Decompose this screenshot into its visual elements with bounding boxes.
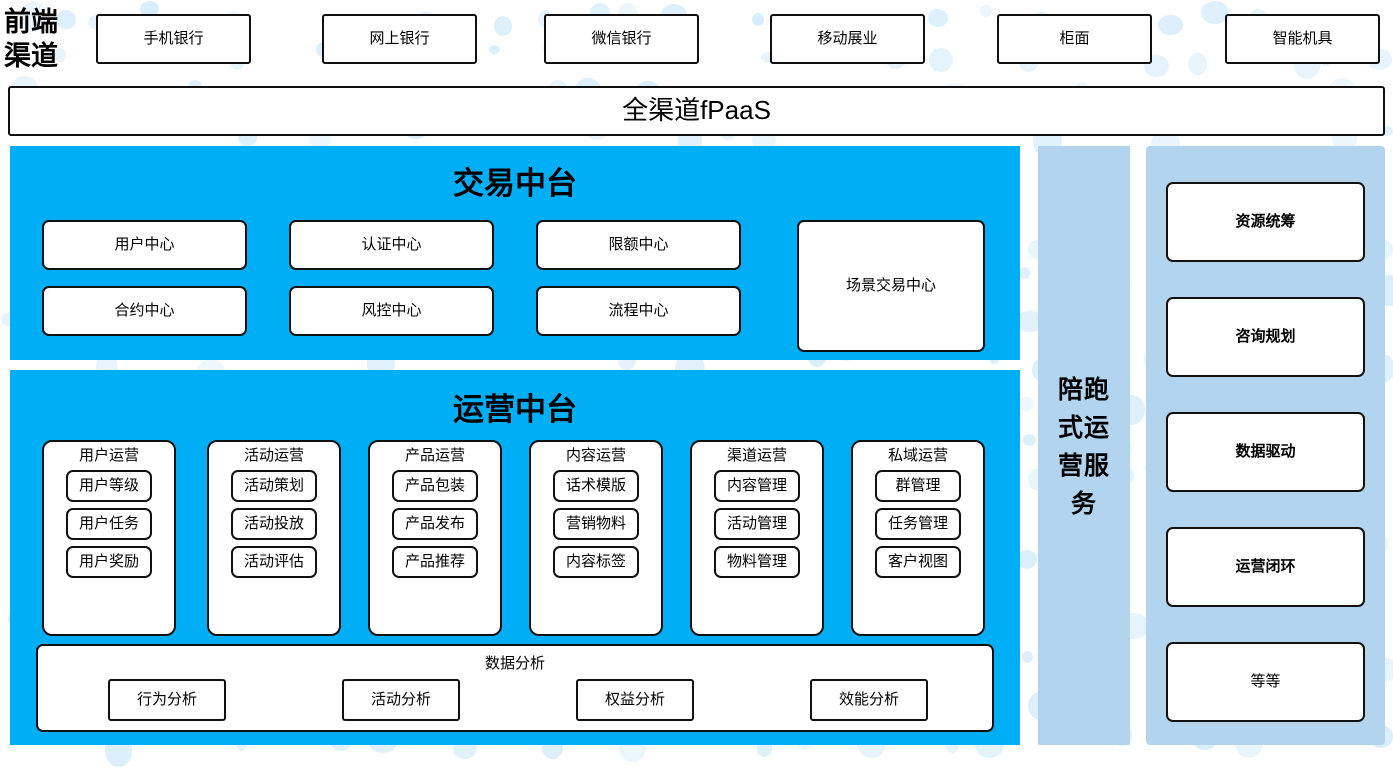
ops-item-activity-plan[interactable]: 活动策划 (231, 469, 317, 502)
ops-column-user: 用户运营 用户等级 用户任务 用户奖励 (42, 440, 176, 636)
trade-center-limit[interactable]: 限额中心 (536, 220, 741, 270)
ops-item-material-mgmt[interactable]: 物料管理 (714, 545, 800, 578)
data-analysis-benefit[interactable]: 权益分析 (576, 679, 694, 721)
ops-column-channel: 渠道运营 内容管理 活动管理 物料管理 (690, 440, 824, 636)
service-item-etc[interactable]: 等等 (1166, 642, 1365, 722)
trade-center-process[interactable]: 流程中心 (536, 286, 741, 336)
service-item-resource-coordination[interactable]: 资源统筹 (1166, 182, 1365, 262)
ops-column-private-domain: 私域运营 群管理 任务管理 客户视图 (851, 440, 985, 636)
front-end-channel-label: 前端 渠道 (4, 4, 82, 74)
ops-item-product-recommend[interactable]: 产品推荐 (392, 545, 478, 578)
ops-item-script-template[interactable]: 话术模版 (553, 469, 639, 502)
ops-item-marketing-material[interactable]: 营销物料 (553, 507, 639, 540)
ops-column-title-product: 产品运营 (404, 447, 465, 464)
trade-center-auth[interactable]: 认证中心 (289, 220, 494, 270)
ops-item-activity-launch[interactable]: 活动投放 (231, 507, 317, 540)
front-end-channel-row: 前端 渠道 手机银行 网上银行 微信银行 移动展业 柜面 智能机具 (0, 0, 1393, 80)
ops-column-title-content: 内容运营 (565, 447, 626, 464)
data-analysis-activity[interactable]: 活动分析 (342, 679, 460, 721)
channel-item-mobile-biz[interactable]: 移动展业 (770, 14, 925, 64)
channel-item-mobile-bank[interactable]: 手机银行 (96, 14, 251, 64)
trade-center-risk[interactable]: 风控中心 (289, 286, 494, 336)
ops-item-activity-mgmt[interactable]: 活动管理 (714, 507, 800, 540)
ops-item-customer-view[interactable]: 客户视图 (875, 545, 961, 578)
data-analysis-strip: 数据分析 行为分析 活动分析 权益分析 效能分析 (36, 644, 994, 732)
ops-column-title-user: 用户运营 (78, 447, 139, 464)
ops-column-product: 产品运营 产品包装 产品发布 产品推荐 (368, 440, 502, 636)
ops-item-product-release[interactable]: 产品发布 (392, 507, 478, 540)
companion-operation-service-strip: 陪跑式运营服务 (1038, 146, 1130, 745)
data-analysis-performance[interactable]: 效能分析 (810, 679, 928, 721)
operations-platform-title: 运营中台 (453, 392, 577, 427)
ops-item-user-level[interactable]: 用户等级 (66, 469, 152, 502)
trade-platform-title: 交易中台 (453, 166, 577, 201)
channel-label-line1: 前端 (4, 7, 58, 37)
ops-item-task-mgmt[interactable]: 任务管理 (875, 507, 961, 540)
ops-item-activity-eval[interactable]: 活动评估 (231, 545, 317, 578)
ops-item-product-package[interactable]: 产品包装 (392, 469, 478, 502)
ops-column-activity: 活动运营 活动策划 活动投放 活动评估 (207, 440, 341, 636)
ops-column-title-activity: 活动运营 (243, 447, 304, 464)
ops-column-title-private-domain: 私域运营 (887, 447, 948, 464)
channel-item-wechat-bank[interactable]: 微信银行 (544, 14, 699, 64)
service-item-data-driven[interactable]: 数据驱动 (1166, 412, 1365, 492)
data-analysis-behavior[interactable]: 行为分析 (108, 679, 226, 721)
ops-item-group-mgmt[interactable]: 群管理 (875, 469, 961, 502)
service-item-consulting-planning[interactable]: 咨询规划 (1166, 297, 1365, 377)
ops-item-user-reward[interactable]: 用户奖励 (66, 545, 152, 578)
ops-column-title-channel: 渠道运营 (726, 447, 787, 464)
companion-operation-service-label: 陪跑式运营服务 (1057, 376, 1110, 518)
channel-item-online-bank[interactable]: 网上银行 (322, 14, 477, 64)
channel-label-line2: 渠道 (4, 41, 58, 71)
trade-center-contract[interactable]: 合约中心 (42, 286, 247, 336)
ops-item-user-task[interactable]: 用户任务 (66, 507, 152, 540)
ops-item-content-mgmt[interactable]: 内容管理 (714, 469, 800, 502)
channel-item-counter[interactable]: 柜面 (997, 14, 1152, 64)
trade-center-user[interactable]: 用户中心 (42, 220, 247, 270)
ops-item-content-tag[interactable]: 内容标签 (553, 545, 639, 578)
data-analysis-title: 数据分析 (484, 655, 545, 672)
ops-column-content: 内容运营 话术模版 营销物料 内容标签 (529, 440, 663, 636)
channel-item-smart-device[interactable]: 智能机具 (1225, 14, 1380, 64)
trade-center-scene[interactable]: 场景交易中心 (797, 220, 985, 352)
omni-channel-fpaas-bar[interactable]: 全渠道fPaaS (8, 86, 1385, 136)
service-item-operation-closed-loop[interactable]: 运营闭环 (1166, 527, 1365, 607)
trade-middle-platform-panel: 交易中台 用户中心 认证中心 限额中心 合约中心 风控中心 流程中心 场景交易中… (10, 146, 1020, 360)
service-capability-panel: 资源统筹 咨询规划 数据驱动 运营闭环 等等 (1146, 146, 1385, 745)
